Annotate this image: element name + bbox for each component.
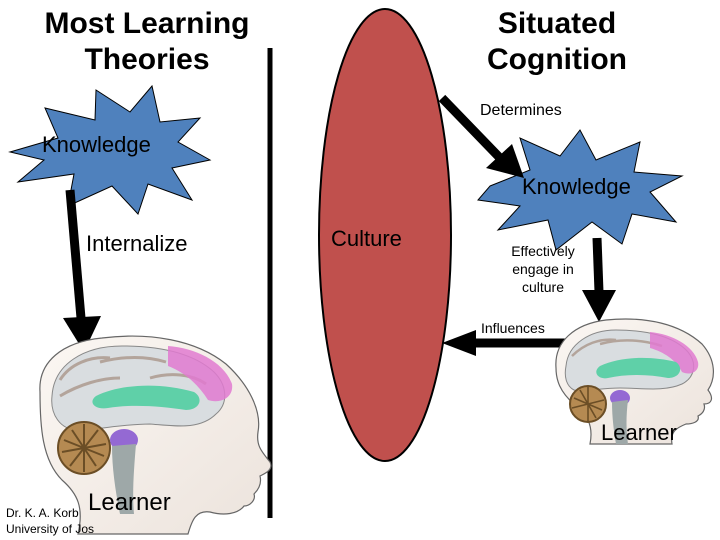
right-knowledge-burst — [477, 129, 684, 251]
culture-ellipse — [318, 8, 452, 462]
internalize-arrow — [63, 189, 101, 352]
left-knowledge-burst — [8, 84, 212, 215]
right-knowledge-label: Knowledge — [522, 174, 631, 199]
left-heading: Most Learning Theories — [44, 7, 250, 76]
credit-line-2: University of Jos — [6, 522, 95, 536]
left-knowledge-label: Knowledge — [42, 132, 151, 157]
left-learner-label: Learner — [88, 489, 171, 516]
engage-label: Effectively engage in culture — [511, 243, 575, 295]
influences-arrow — [442, 330, 565, 356]
left-learner-head-illustration — [39, 335, 272, 535]
determines-label: Determines — [480, 102, 562, 119]
internalize-label: Internalize — [86, 231, 188, 256]
culture-label: Culture — [331, 226, 402, 251]
right-learner-label: Learner — [601, 420, 677, 445]
determines-arrow — [438, 94, 524, 178]
influences-label: Influences — [481, 320, 545, 336]
credit-line-1: Dr. K. A. Korb — [6, 506, 79, 520]
right-learner-head-illustration — [555, 318, 714, 445]
engage-arrow — [582, 237, 616, 322]
right-heading: Situated Cognition — [487, 7, 627, 76]
